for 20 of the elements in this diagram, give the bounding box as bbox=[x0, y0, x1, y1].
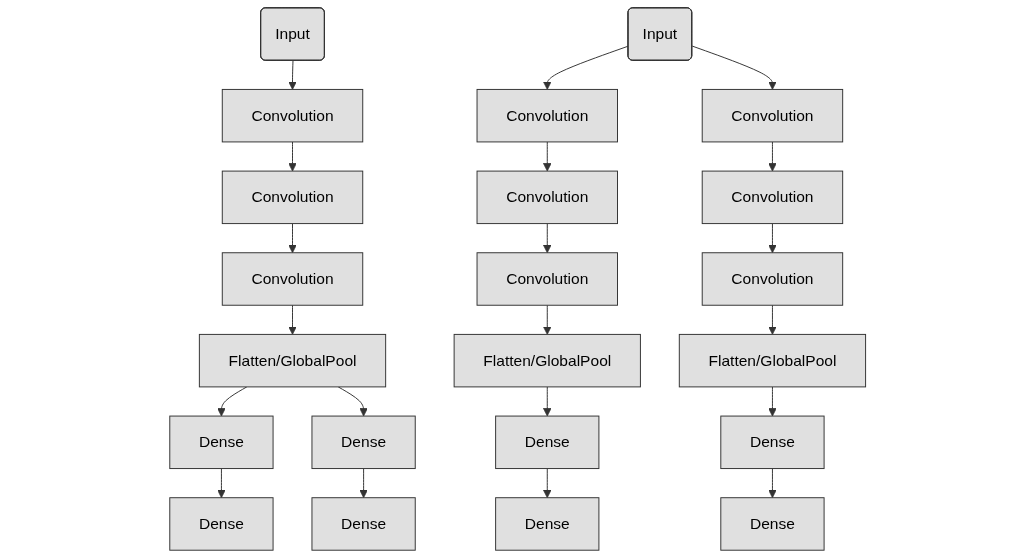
node-box: Convolution bbox=[476, 88, 618, 143]
node-box: Convolution bbox=[701, 170, 843, 225]
node-box: Dense bbox=[720, 415, 825, 470]
node-box: Flatten/GlobalPool bbox=[453, 333, 641, 388]
node-box: Convolution bbox=[221, 170, 364, 225]
node-box: Convolution bbox=[701, 88, 843, 143]
node-box: Dense bbox=[494, 497, 600, 551]
node-box: Flatten/GlobalPool bbox=[198, 333, 386, 388]
node-box: Dense bbox=[169, 415, 274, 470]
node-box: Dense bbox=[311, 415, 416, 470]
node-box: Dense bbox=[720, 497, 825, 551]
node-box: Convolution bbox=[221, 252, 364, 306]
node-box: Convolution bbox=[476, 252, 618, 306]
node-box: Convolution bbox=[221, 88, 364, 143]
node-box: Dense bbox=[311, 497, 416, 551]
node-box: Dense bbox=[494, 415, 600, 470]
node-box: Convolution bbox=[476, 170, 618, 225]
node-box: Flatten/GlobalPool bbox=[678, 333, 866, 388]
node-box: Dense bbox=[169, 497, 274, 551]
node-box: Convolution bbox=[701, 252, 843, 306]
